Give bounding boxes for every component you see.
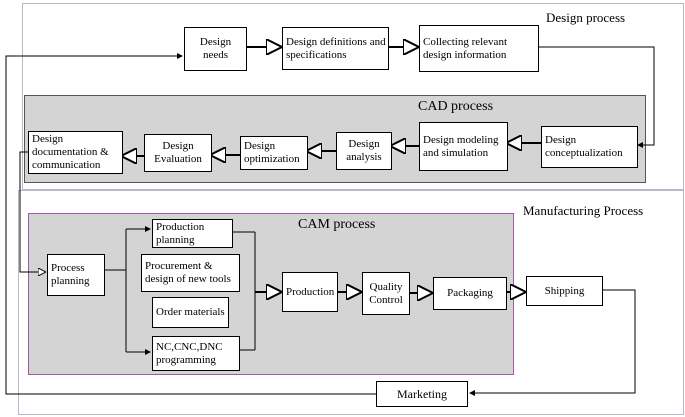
cad-process-title: CAD process: [418, 99, 494, 114]
design-process-title: Design process: [546, 10, 626, 25]
nc-programming-box: NC,CNC,DNC programming: [152, 336, 240, 371]
cam-process-title: CAM process: [298, 217, 376, 232]
production-box: Production: [282, 272, 338, 312]
design-needs-box: Design needs: [184, 27, 247, 71]
marketing-box: Marketing: [376, 381, 468, 407]
quality-control-box: Quality Control: [362, 272, 410, 315]
order-materials-box: Order materials: [152, 297, 229, 328]
design-analysis-box: Design analysis: [336, 132, 392, 170]
design-modeling-box: Design modeling and simulation: [419, 122, 508, 171]
design-evaluation-box: Design Evaluation: [144, 134, 212, 172]
design-definitions-box: Design definitions and specifications: [282, 27, 389, 70]
shipping-box: Shipping: [526, 276, 603, 306]
design-documentation-box: Design documentation & communication: [28, 131, 123, 174]
design-optimization-box: Design optimization: [240, 136, 308, 170]
production-planning-box: Production planning: [152, 219, 233, 248]
design-conceptualization-box: Design conceptualization: [541, 126, 638, 168]
process-planning-box: Process planning: [47, 254, 105, 296]
design-process-frame: [22, 3, 684, 190]
manufacturing-process-frame: [18, 190, 684, 415]
procurement-box: Procurement & design of new tools: [141, 254, 240, 292]
packaging-box: Packaging: [433, 277, 507, 310]
collecting-information-box: Collecting relevant design information: [419, 25, 539, 72]
manufacturing-process-title: Manufacturing Process: [523, 203, 644, 218]
